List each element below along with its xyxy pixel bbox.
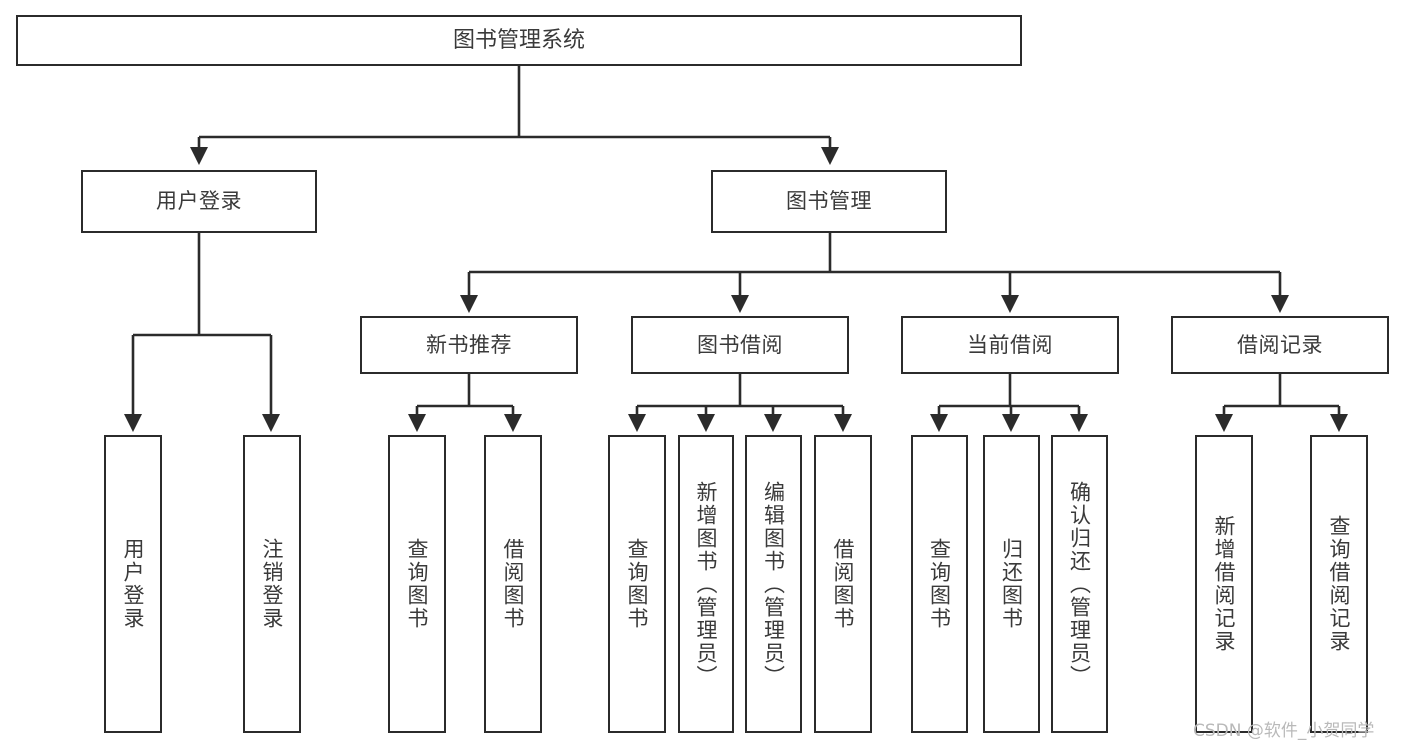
node-current-borrow[interactable]: 当前借阅 (901, 316, 1119, 374)
csdn-watermark: CSDN @软件_小贺同学 (1193, 721, 1375, 741)
node-borrow-record-label: 借阅记录 (1237, 332, 1323, 357)
node-leaf-edit-book[interactable]: 编辑图书（管理员） (745, 435, 802, 733)
node-new-book-rec-label: 新书推荐 (426, 332, 512, 357)
node-leaf-confirm-return-label: 确认归还（管理员） (1067, 480, 1092, 688)
node-leaf-borrow-book-1[interactable]: 借阅图书 (484, 435, 542, 733)
node-book-borrow-label: 图书借阅 (697, 332, 783, 357)
node-book-manage[interactable]: 图书管理 (711, 170, 947, 233)
node-leaf-query-book-2[interactable]: 查询图书 (608, 435, 666, 733)
node-leaf-query-book-2-label: 查询图书 (625, 538, 650, 630)
node-leaf-user-login-label: 用户登录 (121, 538, 146, 630)
node-book-manage-label: 图书管理 (786, 189, 872, 214)
node-leaf-add-record[interactable]: 新增借阅记录 (1195, 435, 1253, 733)
node-root-label: 图书管理系统 (452, 27, 585, 53)
node-current-borrow-label: 当前借阅 (967, 332, 1053, 357)
node-user-login[interactable]: 用户登录 (81, 170, 317, 233)
node-leaf-confirm-return[interactable]: 确认归还（管理员） (1051, 435, 1108, 733)
node-leaf-user-logout-label: 注销登录 (260, 538, 285, 630)
node-leaf-borrow-book-2-label: 借阅图书 (831, 538, 856, 630)
node-leaf-add-book[interactable]: 新增图书（管理员） (678, 435, 734, 733)
node-leaf-query-record[interactable]: 查询借阅记录 (1310, 435, 1368, 733)
node-leaf-add-record-label: 新增借阅记录 (1212, 515, 1237, 653)
node-new-book-rec[interactable]: 新书推荐 (360, 316, 578, 374)
node-leaf-return-book[interactable]: 归还图书 (983, 435, 1040, 733)
node-leaf-user-login[interactable]: 用户登录 (104, 435, 162, 733)
node-user-login-label: 用户登录 (156, 189, 242, 214)
node-root[interactable]: 图书管理系统 (16, 15, 1022, 66)
node-leaf-query-record-label: 查询借阅记录 (1327, 515, 1352, 653)
node-borrow-record[interactable]: 借阅记录 (1171, 316, 1389, 374)
node-leaf-query-book-3-label: 查询图书 (927, 538, 952, 630)
node-leaf-borrow-book-1-label: 借阅图书 (501, 538, 526, 630)
node-leaf-user-logout[interactable]: 注销登录 (243, 435, 301, 733)
node-leaf-add-book-label: 新增图书（管理员） (694, 480, 719, 688)
node-leaf-query-book-3[interactable]: 查询图书 (911, 435, 968, 733)
node-leaf-query-book-1-label: 查询图书 (405, 538, 430, 630)
node-book-borrow[interactable]: 图书借阅 (631, 316, 849, 374)
node-leaf-edit-book-label: 编辑图书（管理员） (761, 480, 786, 688)
node-leaf-borrow-book-2[interactable]: 借阅图书 (814, 435, 872, 733)
node-leaf-query-book-1[interactable]: 查询图书 (388, 435, 446, 733)
node-leaf-return-book-label: 归还图书 (999, 538, 1024, 630)
